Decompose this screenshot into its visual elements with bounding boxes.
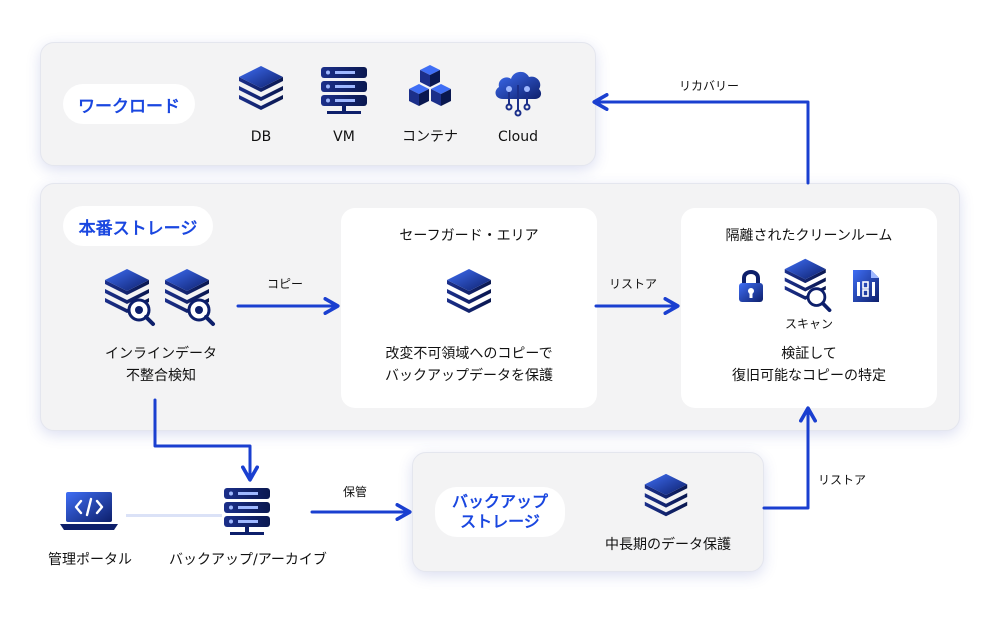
clean-room-desc-1: 検証して <box>781 346 837 362</box>
safeguard-desc-1: 改変不可領域へのコピーで <box>385 346 553 362</box>
backup-storage-panel: バックアップ ストレージ 中長期のデータ保護 <box>412 452 764 572</box>
server-icon <box>222 486 272 536</box>
production-storage-panel: 本番ストレージ インラインデータ 不整合検知 セーフガード・エリア <box>40 183 960 431</box>
restore-label: リストア <box>608 277 657 291</box>
container-cubes-icon <box>403 63 457 117</box>
database-scan-icon <box>101 266 161 326</box>
clean-room-card: 隔離されたクリーンルーム <box>681 208 937 408</box>
scan-label: スキャン <box>784 317 833 331</box>
inline-detect-label-1: インラインデータ <box>105 346 217 362</box>
safeguard-desc-2: バックアップデータを保護 <box>385 368 553 384</box>
server-icon <box>319 65 369 115</box>
workload-container-label: コンテナ <box>402 129 458 145</box>
clean-room-desc-2: 復旧可能なコピーの特定 <box>732 368 886 384</box>
database-scan-icon <box>781 256 837 312</box>
workload-cloud-label: Cloud <box>498 129 538 145</box>
safeguard-area-title: セーフガード・エリア <box>399 228 539 244</box>
backup-storage-desc: 中長期のデータ保護 <box>605 537 731 553</box>
backup-storage-title-2: ストレージ <box>460 512 540 531</box>
recovery-arrow <box>592 93 810 185</box>
restore-up-arrow <box>762 406 817 510</box>
backup-archive-label: バックアップ/アーカイブ <box>169 552 327 568</box>
workload-title: ワークロード <box>63 84 195 124</box>
workload-vm-label: VM <box>333 129 355 145</box>
binary-file-icon <box>851 268 881 304</box>
store-label: 保管 <box>342 485 367 499</box>
management-portal-label: 管理ポータル <box>48 552 132 568</box>
database-icon <box>441 264 497 320</box>
database-icon <box>233 61 289 117</box>
inline-detect-label-2: 不整合検知 <box>126 368 196 384</box>
database-icon <box>639 469 693 523</box>
restore-label-2: リストア <box>818 473 867 487</box>
cloud-icon <box>491 65 545 117</box>
database-scan-icon <box>161 266 221 326</box>
safeguard-area-card: セーフガード・エリア 改変不可領域へのコピーで バックアップデータを保護 <box>341 208 597 408</box>
archive-down-arrow <box>153 398 259 482</box>
code-laptop-icon <box>60 490 118 534</box>
workload-panel: ワークロード DB VM <box>40 42 596 166</box>
workload-db-label: DB <box>250 129 272 145</box>
connector-line <box>126 514 222 518</box>
lock-icon <box>737 268 765 304</box>
copy-label: コピー <box>266 277 303 291</box>
recovery-label: リカバリー <box>678 79 739 93</box>
backup-storage-title-1: バックアップ <box>451 492 548 511</box>
backup-storage-title: バックアップ ストレージ <box>435 487 565 537</box>
production-storage-title: 本番ストレージ <box>63 206 213 246</box>
clean-room-title: 隔離されたクリーンルーム <box>725 228 893 244</box>
